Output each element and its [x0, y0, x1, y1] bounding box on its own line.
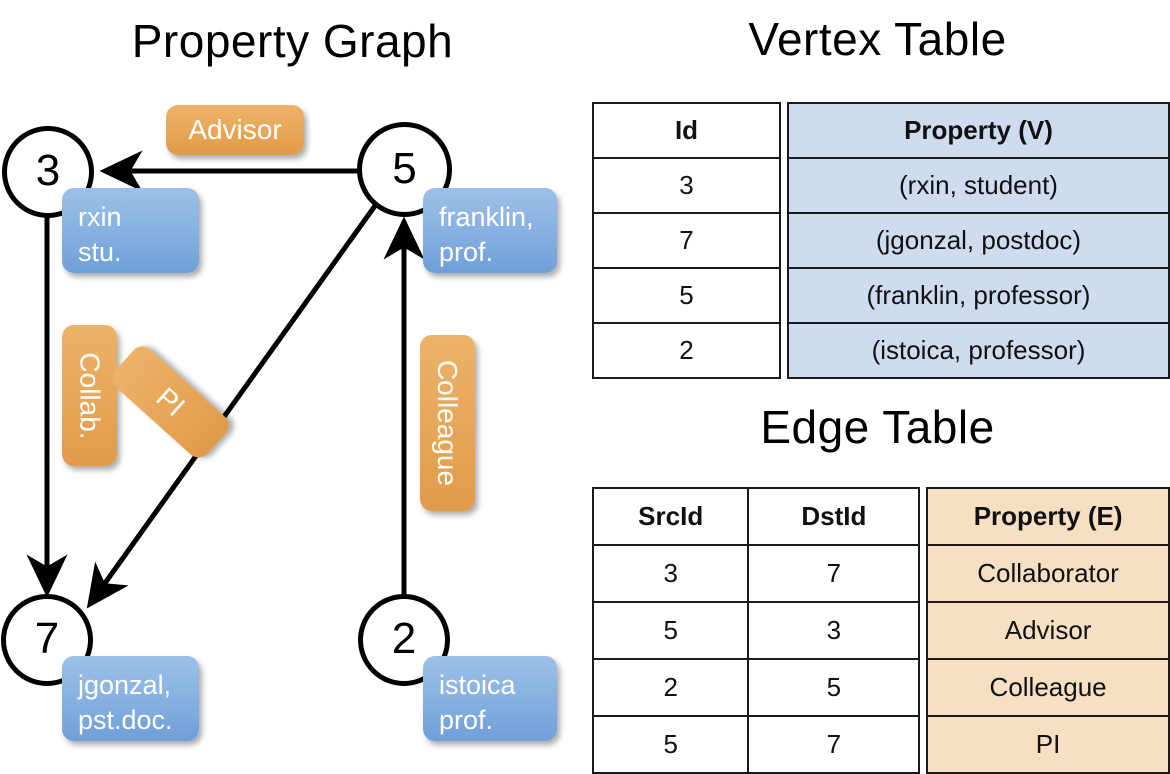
table-row: 5 — [591, 267, 782, 324]
graph-node-7-label: 7 — [34, 614, 60, 663]
vertex-table-cell-id-0: 3 — [591, 157, 782, 214]
graph-node-2[interactable]: 2 — [358, 594, 450, 686]
graph-node-3-label: 3 — [35, 146, 61, 195]
table-row: (jgonzal, postdoc) — [786, 212, 1170, 269]
table-row: 2 5 — [591, 658, 921, 717]
graph-edges-svg — [26, 150, 425, 609]
graph-node-5-prop-line2: prof. — [439, 236, 494, 267]
edge-table: SrcId DstId 3 7 5 3 2 5 5 7 Property (E)… — [591, 487, 1170, 774]
edge-table-cell-src-2: 2 — [591, 658, 750, 717]
graph-node-2-property-box: istoica prof. — [423, 656, 557, 741]
edge-label-colleague: Colleague — [420, 335, 475, 511]
edge-table-cell-dst-2: 5 — [747, 658, 921, 717]
graph-node-2-label: 2 — [391, 614, 417, 663]
vertex-table-cell-property-1: (jgonzal, postdoc) — [786, 212, 1170, 269]
vertex-table-cell-id-1: 7 — [591, 212, 782, 269]
vertex-table-header-property: Property (V) — [786, 102, 1170, 159]
table-row: 3 — [591, 157, 782, 214]
table-row-header: Property (V) — [786, 102, 1170, 159]
vertex-table-cell-id-3: 2 — [591, 322, 782, 379]
edge-label-advisor-text: Advisor — [188, 114, 282, 145]
table-row: 5 3 — [591, 601, 921, 660]
edge-table-cell-dst-1: 3 — [747, 601, 921, 660]
table-row: (franklin, professor) — [786, 267, 1170, 324]
table-row: 3 7 — [591, 544, 921, 603]
page-title-edge-table: Edge Table — [760, 401, 995, 453]
edge-table-header-dstid: DstId — [747, 487, 921, 546]
edge-table-cell-property-2: Colleague — [926, 658, 1170, 717]
table-row-header: Id — [591, 102, 782, 159]
vertex-table-id-column: Id 3 7 5 2 — [591, 102, 782, 379]
table-row-header: SrcId DstId — [591, 487, 921, 546]
graph-node-2-prop-line1: istoica — [439, 670, 516, 700]
table-row: (istoica, professor) — [786, 322, 1170, 379]
page-title-vertex-table: Vertex Table — [748, 13, 1007, 65]
edge-table-cell-src-1: 5 — [591, 601, 750, 660]
edge-table-header-property: Property (E) — [926, 487, 1170, 546]
edge-label-collab: Collab. — [62, 325, 117, 466]
table-row: (rxin, student) — [786, 157, 1170, 214]
edge-table-header-srcid: SrcId — [591, 487, 750, 546]
vertex-table-cell-property-0: (rxin, student) — [786, 157, 1170, 214]
vertex-table-property-column: Property (V) (rxin, student) (jgonzal, p… — [786, 102, 1170, 379]
property-graph-diagram: 3 5 7 2 rxin stu. franklin, prof. jgonza… — [0, 0, 585, 760]
table-row-header: Property (E) — [926, 487, 1170, 546]
edge-table-cell-property-3: PI — [926, 715, 1170, 774]
edge-table-cell-src-0: 3 — [591, 544, 750, 603]
graph-node-5-prop-line1: franklin, — [439, 202, 534, 232]
edge-table-cell-property-1: Advisor — [926, 601, 1170, 660]
graph-node-3-prop-line1: rxin — [78, 202, 122, 232]
vertex-table-cell-id-2: 5 — [591, 267, 782, 324]
vertex-table: Id 3 7 5 2 Property (V) (rxin, student) … — [591, 102, 1170, 379]
edge-label-advisor: Advisor — [166, 105, 304, 155]
edge-label-pi-text: PI — [150, 381, 192, 423]
table-row: Colleague — [926, 658, 1170, 717]
graph-node-2-prop-line2: prof. — [439, 704, 494, 735]
graph-node-7-prop-line1: jgonzal, — [78, 670, 172, 700]
edge-table-cell-dst-3: 7 — [747, 715, 921, 774]
graph-node-5-label: 5 — [392, 143, 417, 193]
edge-table-id-columns: SrcId DstId 3 7 5 3 2 5 5 7 — [591, 487, 921, 774]
vertex-table-header-id: Id — [591, 102, 782, 159]
table-row: Collaborator — [926, 544, 1170, 603]
table-row: PI — [926, 715, 1170, 774]
edge-label-colleague-text: Colleague — [432, 359, 464, 487]
edge-table-cell-src-3: 5 — [591, 715, 750, 774]
edge-table-cell-property-0: Collaborator — [926, 544, 1170, 603]
page-title-property-graph: Property Graph — [131, 15, 454, 67]
table-row: Advisor — [926, 601, 1170, 660]
graph-node-7-prop-line2: pst.doc. — [78, 704, 173, 735]
edge-label-collab-text: Collab. — [74, 351, 106, 440]
edge-table-property-column: Property (E) Collaborator Advisor Collea… — [926, 487, 1170, 774]
edge-line-5-to-7 — [86, 201, 380, 609]
graph-node-5[interactable]: 5 — [357, 122, 452, 217]
graph-node-5-property-box: franklin, prof. — [423, 188, 557, 273]
vertex-table-cell-property-2: (franklin, professor) — [786, 267, 1170, 324]
graph-node-7-property-box: jgonzal, pst.doc. — [62, 656, 199, 741]
table-row: 2 — [591, 322, 782, 379]
graph-node-3-prop-line2: stu. — [78, 236, 122, 267]
edge-table-cell-dst-0: 7 — [747, 544, 921, 603]
graph-node-3-property-box: rxin stu. — [62, 188, 199, 273]
table-row: 5 7 — [591, 715, 921, 774]
vertex-table-cell-property-3: (istoica, professor) — [786, 322, 1170, 379]
table-row: 7 — [591, 212, 782, 269]
